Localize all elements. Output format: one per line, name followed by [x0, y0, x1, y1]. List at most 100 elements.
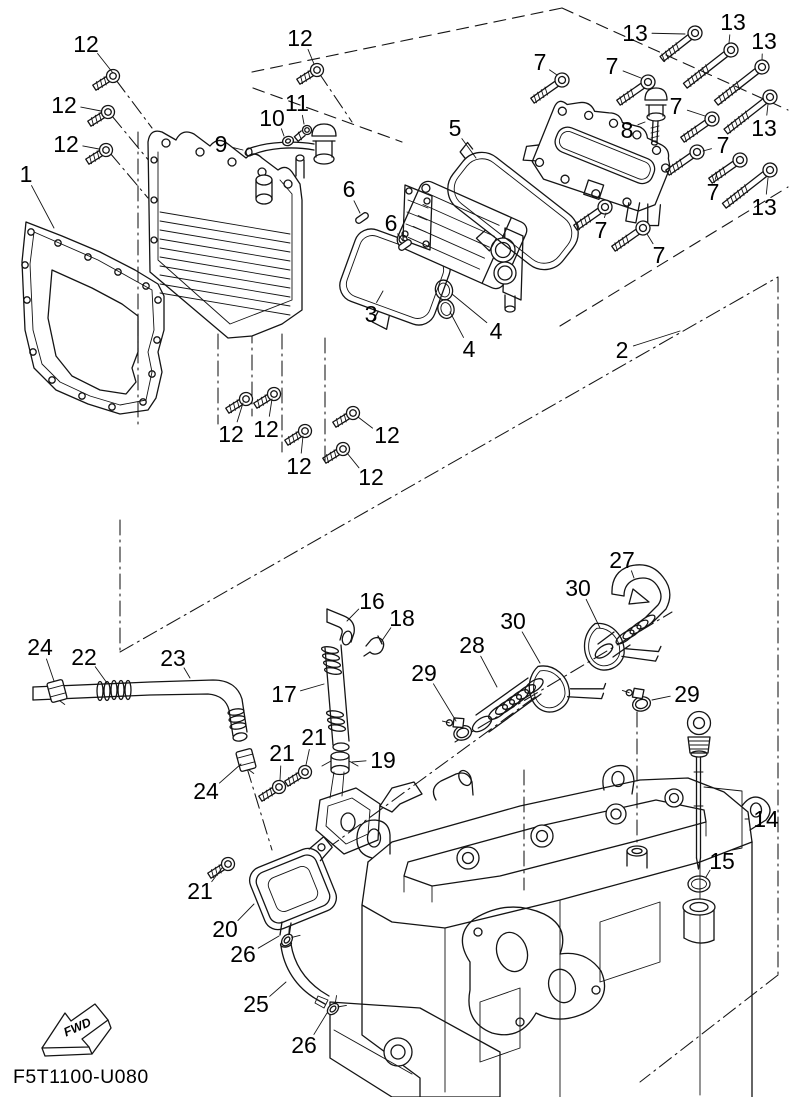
part-number-13: 13: [751, 194, 777, 220]
clamp-pin: [355, 212, 369, 224]
clamp-spring: [583, 622, 662, 671]
callout-27: 27: [609, 547, 635, 579]
part-1-gasket: [21, 221, 165, 415]
callout-26: 26: [291, 1012, 328, 1058]
part-number-4: 4: [463, 336, 476, 362]
clamp-screw: [441, 717, 473, 741]
part-8-anode: [644, 87, 668, 146]
hose-25: [279, 940, 330, 1009]
fwd-arrow: FWD: [41, 1003, 112, 1057]
part-number-21: 21: [269, 740, 295, 766]
part-number-4: 4: [490, 318, 503, 344]
part-number-7: 7: [717, 132, 730, 158]
callout-20: 20: [212, 903, 255, 942]
fastener-s: [322, 441, 351, 464]
part-27-hose: [594, 564, 671, 659]
callout-1: 1: [20, 161, 55, 229]
fastener-l: [723, 89, 778, 135]
part-number-12: 12: [286, 453, 312, 479]
callout-26: 26: [230, 935, 280, 967]
clamp-clip: [326, 995, 347, 1016]
part-number-7: 7: [534, 49, 547, 75]
part-number-13: 13: [622, 20, 648, 46]
clamp-pin: [398, 239, 412, 251]
callout-9: 9: [215, 131, 244, 157]
fastener-s: [296, 62, 325, 85]
dipstick-14: [686, 710, 712, 870]
oil-cooler-body: [147, 130, 305, 339]
callout-11: 11: [285, 90, 309, 125]
part-number-8: 8: [621, 117, 634, 143]
part-number-12: 12: [218, 421, 244, 447]
part-20-cover: [248, 771, 381, 937]
clamp-wire: [46, 679, 68, 705]
fastener-t: [293, 124, 313, 142]
diagram-code: F5T1100-U080: [13, 1066, 149, 1088]
part-number-6: 6: [385, 210, 398, 236]
part-number-9: 9: [215, 131, 228, 157]
callout-12: 12: [346, 452, 384, 490]
callout-7: 7: [595, 212, 607, 243]
callout-18: 18: [380, 605, 415, 643]
part-number-27: 27: [609, 547, 635, 573]
part-5-gasket: [447, 141, 579, 271]
fastener-l: [659, 25, 703, 63]
callout-7: 7: [670, 93, 706, 119]
part-number-14: 14: [753, 806, 779, 832]
part-number-20: 20: [212, 916, 238, 942]
callout-13: 13: [751, 28, 777, 61]
part-number-13: 13: [720, 9, 746, 35]
callout-13: 13: [720, 9, 746, 44]
hose-16-17: [320, 608, 355, 752]
callout-13: 13: [751, 177, 777, 220]
callout-12: 12: [287, 25, 315, 65]
part-number-24: 24: [27, 634, 53, 660]
callout-5: 5: [449, 115, 477, 159]
part-number-11: 11: [285, 90, 309, 116]
callout-17: 17: [271, 681, 325, 707]
part-28-hose: [471, 677, 544, 733]
part-number-2: 2: [616, 337, 629, 363]
part-number-12: 12: [253, 416, 279, 442]
callout-23: 23: [160, 645, 191, 679]
fastener-m: [573, 199, 613, 231]
fastener-m: [616, 74, 656, 106]
part-number-12: 12: [374, 422, 400, 448]
part-number-23: 23: [160, 645, 186, 671]
callout-12: 12: [53, 131, 100, 157]
callout-24: 24: [193, 763, 242, 804]
part-number-12: 12: [358, 464, 384, 490]
part-number-12: 12: [73, 31, 99, 57]
fastener-m: [680, 111, 720, 143]
part-number-28: 28: [459, 632, 485, 658]
part-number-25: 25: [243, 991, 269, 1017]
callout-10: 10: [259, 105, 285, 137]
callout-3: 3: [365, 290, 384, 327]
fastener-l: [713, 59, 770, 106]
callout-6: 6: [343, 176, 361, 214]
fastener-s: [92, 68, 121, 91]
part-number-26: 26: [291, 1032, 317, 1058]
fastener-m: [665, 144, 705, 176]
callout-12: 12: [253, 398, 279, 442]
clamp-hook: [363, 635, 385, 657]
callout-12: 12: [51, 92, 102, 118]
part-number-24: 24: [193, 778, 219, 804]
callout-16: 16: [346, 588, 385, 622]
fastener-s: [85, 142, 114, 165]
callout-12: 12: [73, 31, 114, 74]
callout-21: 21: [187, 867, 223, 904]
fastener-l: [682, 42, 739, 89]
fastener-s: [87, 104, 116, 127]
callout-30: 30: [565, 575, 601, 629]
callout-13: 13: [751, 103, 777, 141]
callout-21: 21: [269, 740, 295, 781]
exhaust-cover: [522, 100, 671, 227]
callout-4: 4: [449, 311, 476, 362]
fastener-n: [281, 135, 295, 147]
part-number-18: 18: [389, 605, 415, 631]
part-number-30: 30: [565, 575, 591, 601]
part-number-26: 26: [230, 941, 256, 967]
